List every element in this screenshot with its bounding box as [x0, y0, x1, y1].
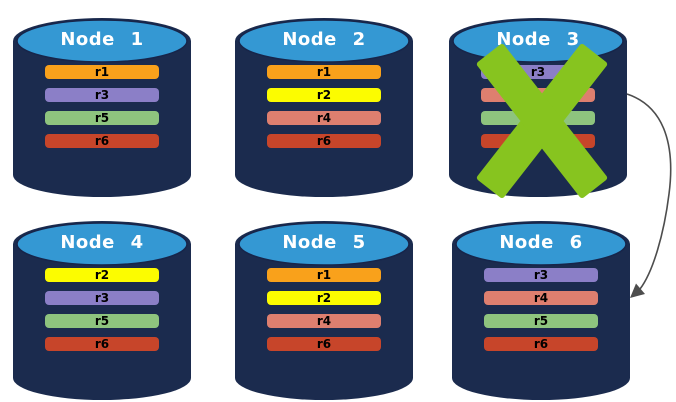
replica-bar: r6: [45, 337, 159, 351]
database-cylinder-icon: [13, 221, 191, 400]
database-cylinder-icon: [235, 18, 413, 197]
replica-label: r2: [94, 267, 110, 282]
failover-arrow-curve: [626, 93, 672, 290]
replica-bar: r6: [267, 337, 381, 351]
node-title: Node 6: [499, 232, 583, 253]
replica-label: r3: [530, 64, 546, 79]
node-title: Node 5: [282, 232, 366, 253]
replica-label: r5: [533, 313, 549, 328]
replica-bar: r4: [267, 314, 381, 328]
db-node: Node 5 r1 r2 r4 r6: [234, 211, 414, 402]
failover-arrowhead-icon: [630, 283, 645, 298]
replica-bar: r6: [45, 134, 159, 148]
replica-bar: r5: [484, 314, 598, 328]
replica-bar: r2: [267, 88, 381, 102]
replica-bar: r1: [45, 65, 159, 79]
db-node: Node 4 r2 r3 r5 r6: [12, 211, 192, 402]
replica-list: r2 r3 r5 r6: [45, 268, 159, 360]
replica-list: r1 r3 r5 r6: [45, 65, 159, 157]
database-cylinder-icon: [13, 18, 191, 197]
db-node: Node 2 r1 r2 r4 r6: [234, 8, 414, 199]
replica-bar: r3: [45, 291, 159, 305]
replica-label: r1: [316, 64, 332, 79]
db-node: Node 6 r3 r4 r5 r6: [451, 211, 631, 402]
replica-bar: r2: [45, 268, 159, 282]
replica-bar: r6: [267, 134, 381, 148]
replica-label: r6: [94, 133, 110, 148]
replica-label: r3: [533, 267, 549, 282]
replica-label: r3: [94, 87, 110, 102]
replica-bar: r4: [484, 291, 598, 305]
node-title: Node 2: [282, 29, 366, 50]
replica-bar: r1: [267, 65, 381, 79]
database-cylinder-icon: [452, 221, 630, 400]
replica-label: r6: [533, 336, 549, 351]
replica-label: r6: [316, 336, 332, 351]
node-title: Node 4: [60, 232, 144, 253]
replica-label: r1: [94, 64, 110, 79]
replica-list: r1 r2 r4 r6: [267, 65, 381, 157]
replica-bar: r5: [45, 314, 159, 328]
replica-label: r5: [94, 313, 110, 328]
node-title: Node 3: [496, 29, 580, 50]
replica-bar: r4: [267, 111, 381, 125]
replica-bar: r3: [484, 268, 598, 282]
replica-list: r3 r4 r5 r6: [484, 268, 598, 360]
replica-label: r6: [94, 336, 110, 351]
replica-label: r4: [316, 110, 332, 125]
replica-bar: r2: [267, 291, 381, 305]
replica-list: r1 r2 r4 r6: [267, 268, 381, 360]
db-node: Node 1 r1 r3 r5 r6: [12, 8, 192, 199]
node-title: Node 1: [60, 29, 144, 50]
replica-label: r2: [316, 290, 332, 305]
db-node: Node 3 r3: [448, 8, 628, 200]
replica-label: r2: [316, 87, 332, 102]
replica-bar: r3: [45, 88, 159, 102]
database-cylinder-icon: [235, 221, 413, 400]
replica-label: r1: [316, 267, 332, 282]
replica-label: r4: [533, 290, 549, 305]
replica-label: r4: [316, 313, 332, 328]
replica-bar: r5: [45, 111, 159, 125]
replica-bar: r6: [484, 337, 598, 351]
replica-bar: r1: [267, 268, 381, 282]
replica-label: r5: [94, 110, 110, 125]
replica-label: r6: [316, 133, 332, 148]
failure-x-icon: [475, 42, 609, 200]
replica-label: r3: [94, 290, 110, 305]
